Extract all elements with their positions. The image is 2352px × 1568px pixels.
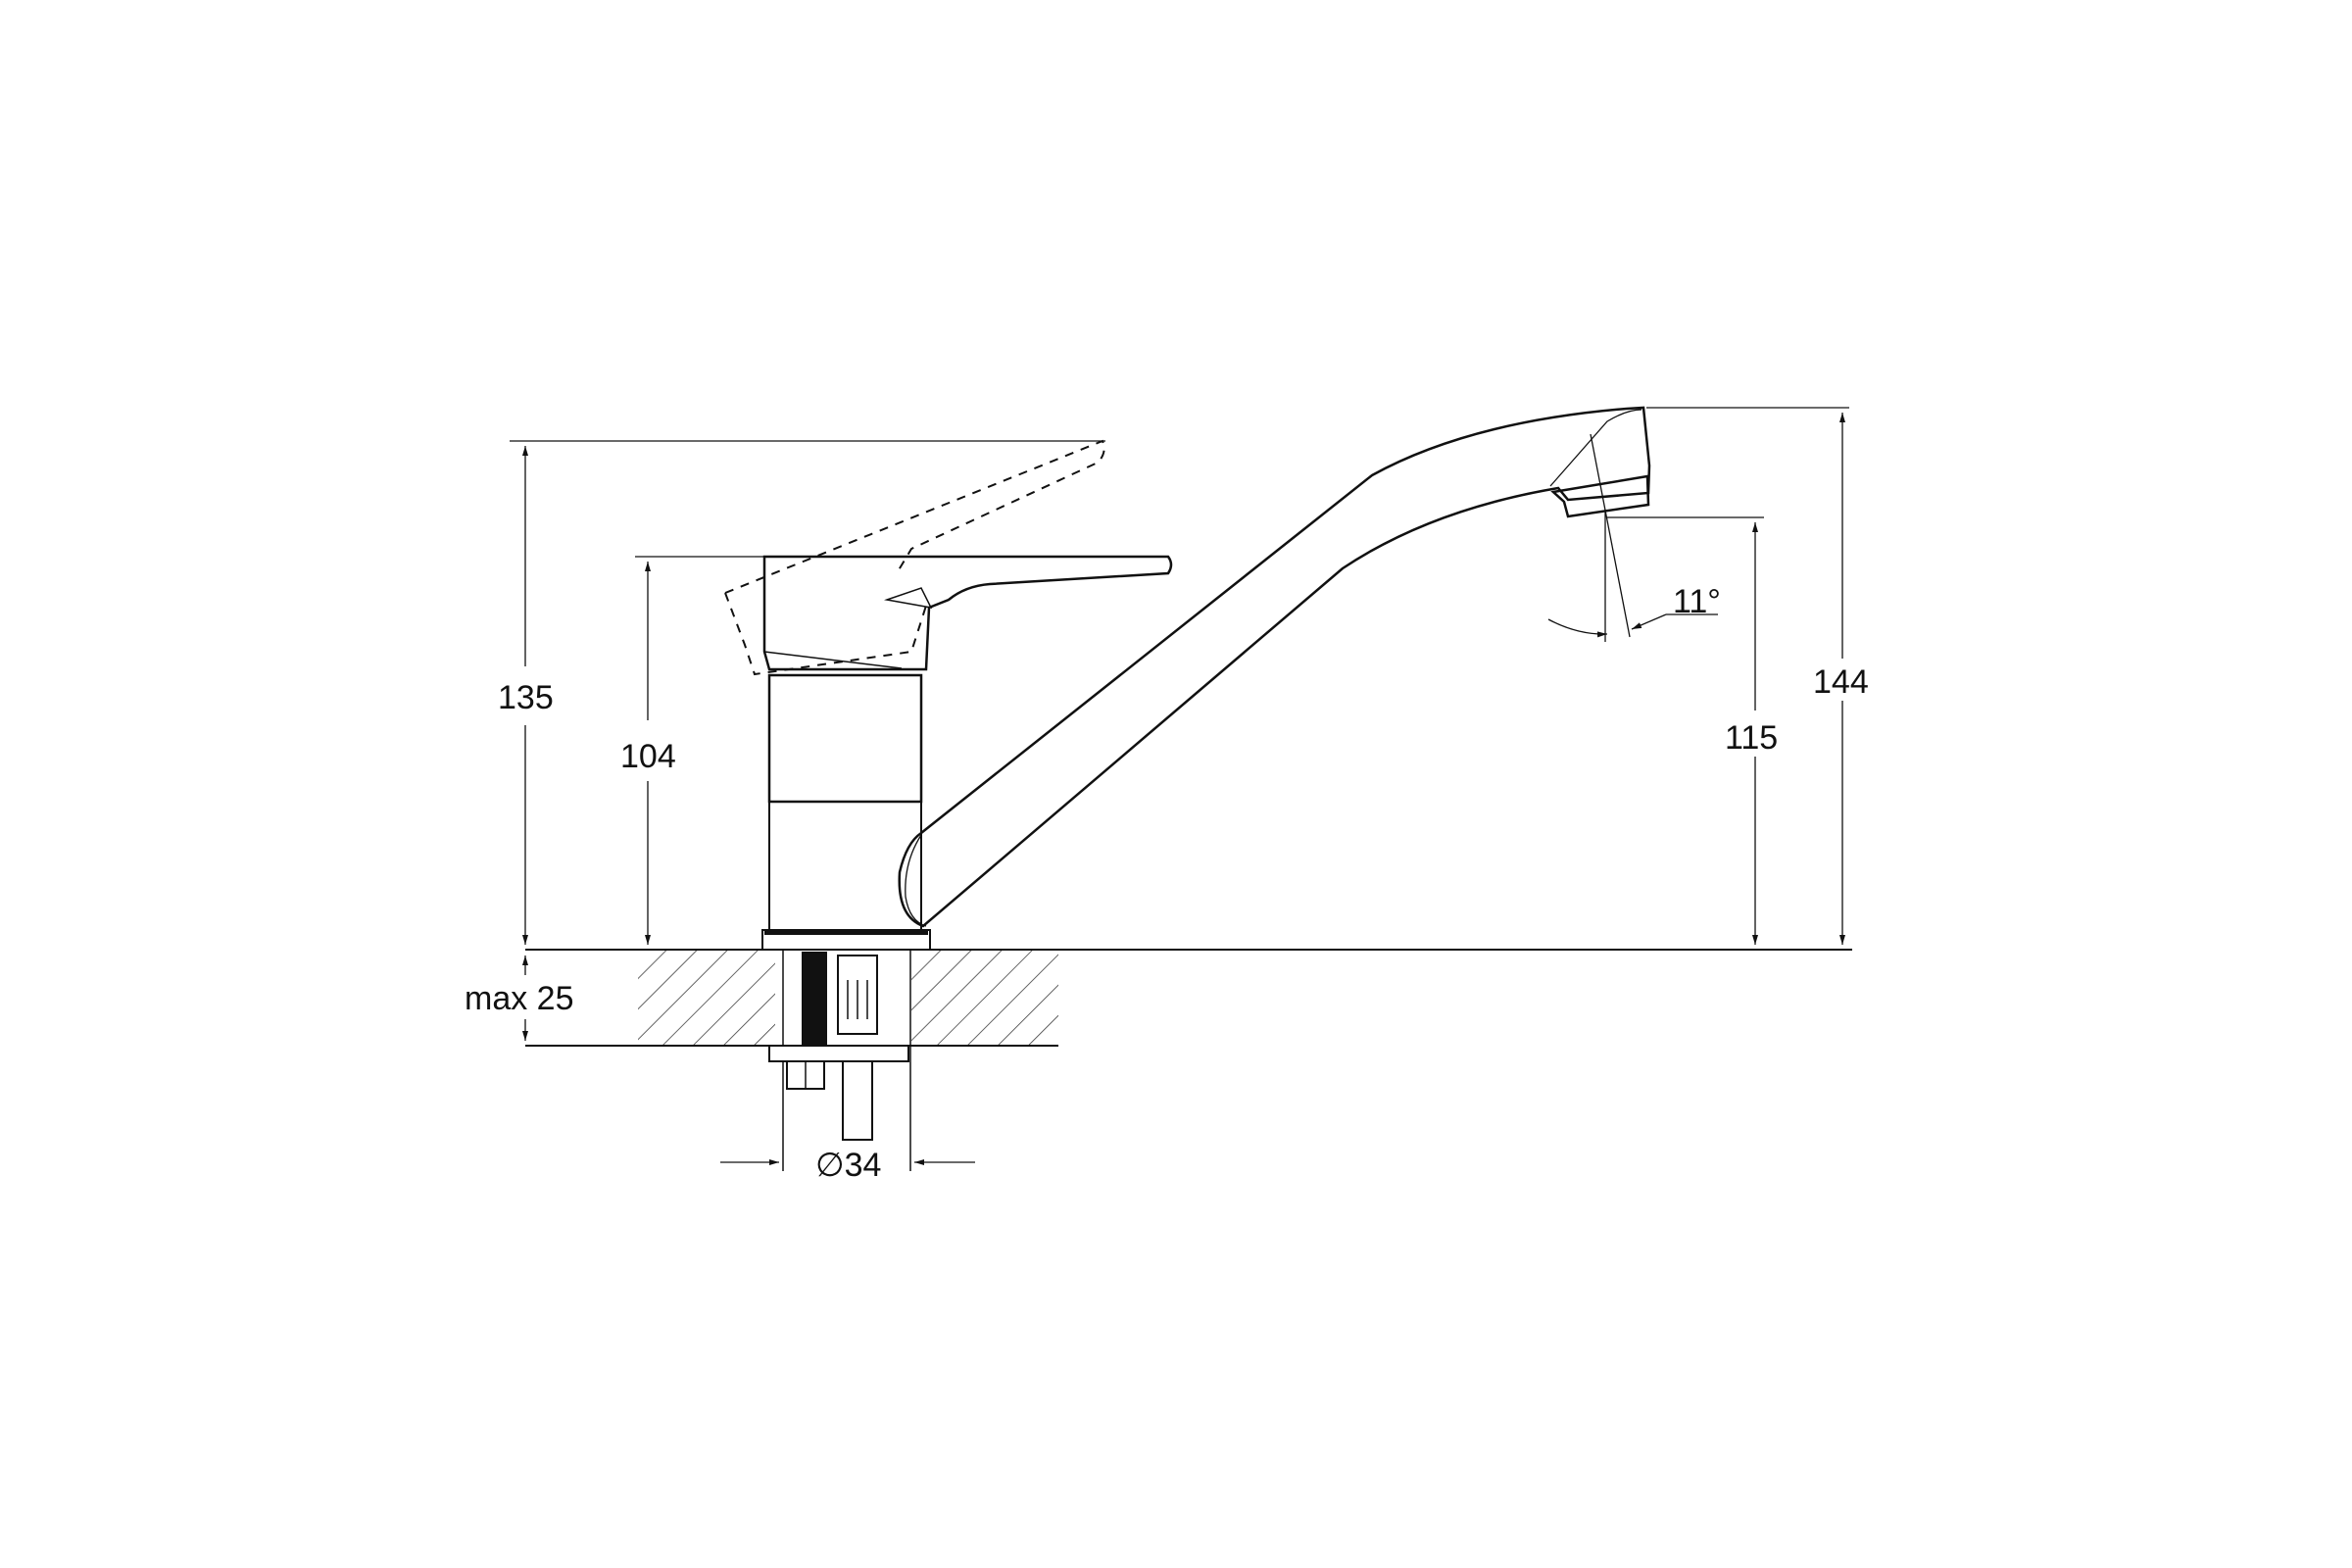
dimension-135: 135 [498, 440, 1105, 945]
dimension-label-diameter-34: ∅34 [815, 1147, 881, 1184]
spout [898, 406, 1651, 928]
dimension-label-max-25: max 25 [465, 980, 574, 1017]
mounting-plate [768, 1045, 909, 1062]
dimension-144: 144 [1646, 407, 1869, 945]
dimension-label-104: 104 [620, 738, 676, 775]
mounting-assembly [768, 950, 911, 1171]
spray-angle-indicator: 11° [1547, 433, 1721, 642]
supply-pipe [842, 1060, 873, 1141]
dimension-label-144: 144 [1813, 663, 1869, 701]
lever-closed [762, 555, 1173, 671]
dimension-label-115: 115 [1725, 719, 1778, 757]
dimension-104: 104 [620, 556, 764, 945]
countertop-section [525, 949, 1852, 1047]
body-cylinder-lower [768, 801, 922, 931]
dimension-115: 115 [1607, 516, 1778, 945]
dimension-max-25: max 25 [465, 956, 574, 1041]
aerator [1550, 474, 1650, 518]
dimension-diameter-34: ∅34 [720, 1147, 975, 1184]
spray-angle-label: 11° [1673, 583, 1721, 620]
dimension-label-135: 135 [498, 679, 554, 716]
faucet-body [761, 673, 931, 951]
body-cylinder-upper [767, 673, 923, 804]
